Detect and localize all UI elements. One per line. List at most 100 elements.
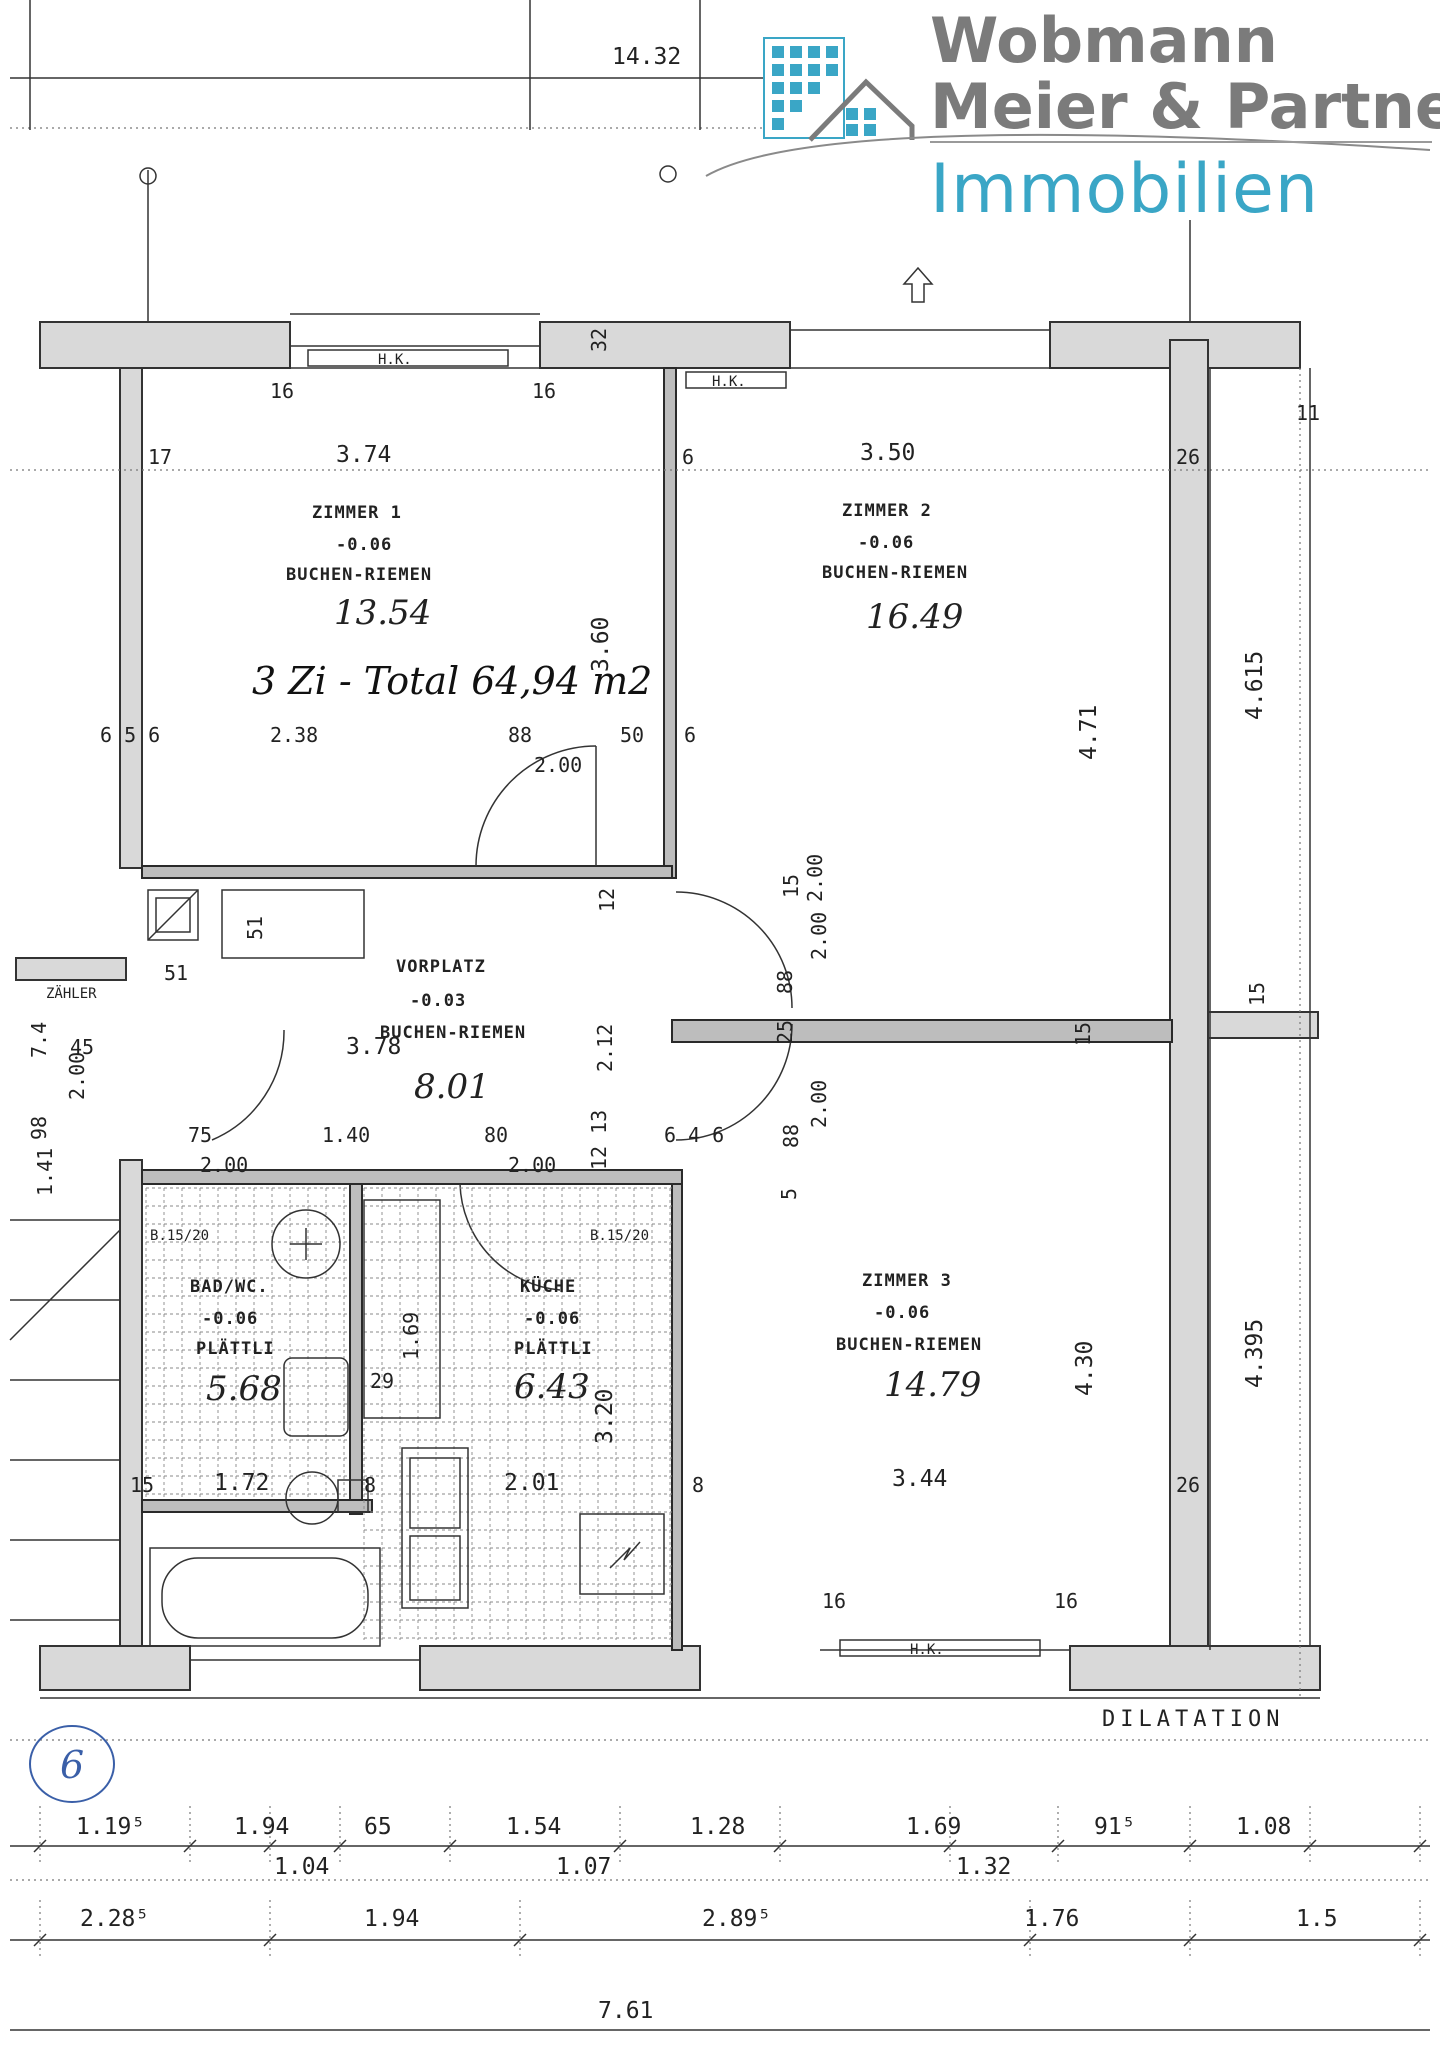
bottom-dim-7: 91⁵ [1094,1814,1136,1840]
dim-98: 98 [27,1116,51,1140]
dim-12: 12 [595,888,619,912]
toilet-tank [283,1357,349,1437]
room-depth: 4.71 [1076,705,1102,760]
stove-icon [579,1513,665,1595]
logo-line-3: Immobilien [930,150,1319,229]
dim-80: 80 [484,1123,508,1147]
room-zimmer-2: ZIMMER 2 -0.06 BUCHEN-RIEMEN 16.49 3.50 … [822,440,1102,760]
dim-200b: 2.00 [807,912,831,960]
room-bad: BAD/WC. -0.06 PLÄTTLI 5.68 1.72 [190,1277,282,1496]
interior-dimensions: 17 6 26 11 16 16 32 6 5 6 2.38 88 2.00 5… [27,328,1320,1613]
bottom-dim-row2-4: 1.76 [1024,1906,1079,1932]
dim-88b: 88 [773,970,797,994]
dim-16d: 16 [1054,1589,1078,1613]
room-name: VORPLATZ [396,957,486,977]
dim-11: 11 [1296,401,1320,425]
bottom-dim-row2-2: 1.94 [364,1906,419,1932]
dim-17: 17 [148,445,172,469]
room-name: ZIMMER 1 [312,503,402,523]
total-area-note: 3 Zi - Total 64,94 m2 [252,659,652,703]
dim-646: 6 4 6 [664,1123,724,1147]
sheet-number: 6 [29,1725,115,1803]
room-area: 5.68 [206,1369,282,1409]
dim-656: 6 5 6 [100,723,160,747]
b-right-label: B.15/20 [590,1228,649,1244]
dim-4395: 4.395 [1242,1319,1268,1388]
room-width: 3.44 [892,1466,947,1492]
dim-200c: 2.00 [200,1153,248,1177]
dim-45: 45 [70,1035,94,1059]
dim-74: 7.4 [27,1022,51,1058]
room-depth: 3.20 [592,1389,618,1444]
dim-16a: 16 [270,379,294,403]
company-logo: Wobmann Meier & Partner Immobilien [705,4,1440,229]
dim-88c: 88 [779,1124,803,1148]
kitchen-counter [363,1199,441,1419]
room-width: 1.72 [214,1470,269,1496]
bottom-dim-4: 1.54 [506,1814,561,1840]
dim-212: 2.12 [593,1024,617,1072]
dim-4615: 4.615 [1242,651,1268,720]
shaft-icon [147,889,199,941]
bottom-dim-row2-5: 1.5 [1296,1906,1338,1932]
room-area: 13.54 [334,593,431,633]
bottom-dim-3: 65 [364,1814,392,1840]
room-zimmer-1: ZIMMER 1 -0.06 BUCHEN-RIEMEN 13.54 3.74 … [286,442,614,672]
dim-141: 1.41 [33,1148,57,1196]
dim-50: 50 [620,723,644,747]
bottom-dim-row2-3: 2.89⁵ [702,1906,771,1932]
dim-200f: 2.00 [803,854,827,902]
dim-6b: 6 [684,723,696,747]
room-depth: 3.60 [588,617,614,672]
room-level: -0.03 [410,991,466,1011]
room-width: 2.01 [504,1470,559,1496]
bottom-dim-5: 1.28 [690,1814,745,1840]
dim-1213: 12 13 [587,1110,611,1170]
sheet-number-label: 6 [60,1743,84,1787]
room-floor: BUCHEN-RIEMEN [822,563,968,583]
radiator-label-3: H.K. [910,1642,944,1658]
dim-29: 29 [370,1369,394,1393]
bottom-dim-row2-1: 2.28⁵ [80,1906,149,1932]
top-dimension-line: 14.32 [10,0,840,130]
dim-6a: 6 [682,445,694,469]
bottom-dim-1b-1: 1.04 [274,1854,329,1880]
bottom-total: 7.61 [598,1998,653,2024]
dim-169: 1.69 [399,1312,423,1360]
dim-15a: 15 [779,874,803,898]
room-floor: BUCHEN-RIEMEN [836,1335,982,1355]
dim-26b: 26 [1176,1473,1200,1497]
dim-200e: 2.00 [807,1080,831,1128]
north-arrow-icon [902,266,934,303]
dim-8b: 8 [692,1473,704,1497]
dim-8a: 8 [364,1473,376,1497]
room-width: 3.78 [346,1034,401,1060]
room-floor: BUCHEN-RIEMEN [286,565,432,585]
dim-15b: 15 [1071,1022,1095,1046]
radiator-label-1: H.K. [378,352,412,368]
room-area: 6.43 [514,1367,590,1407]
dim-16b: 16 [532,379,556,403]
dim-15d: 15 [130,1473,154,1497]
top-dimension-label: 14.32 [612,44,681,70]
room-floor: PLÄTTLI [196,1337,275,1359]
dilatation-label: DILATATION [1102,1707,1284,1732]
dim-200d: 2.00 [508,1153,556,1177]
bottom-dimensions: 1.19⁵ 1.94 65 1.54 1.28 1.69 91⁵ 1.08 1.… [10,1806,1430,2031]
radiator-label-2: H.K. [712,374,746,390]
walls [15,313,1321,1699]
b-left-label: B.15/20 [150,1228,209,1244]
dim-140: 1.40 [322,1123,370,1147]
dim-16c: 16 [822,1589,846,1613]
room-level: -0.06 [874,1303,930,1323]
room-level: -0.06 [202,1309,258,1329]
room-area: 14.79 [884,1365,981,1405]
room-name: KÜCHE [520,1275,576,1297]
room-floor: PLÄTTLI [514,1337,593,1359]
bottom-dim-8: 1.08 [1236,1814,1291,1840]
logo-line-1: Wobmann [930,4,1278,77]
stairs [9,1219,121,1621]
toilet-icon [285,1471,369,1525]
